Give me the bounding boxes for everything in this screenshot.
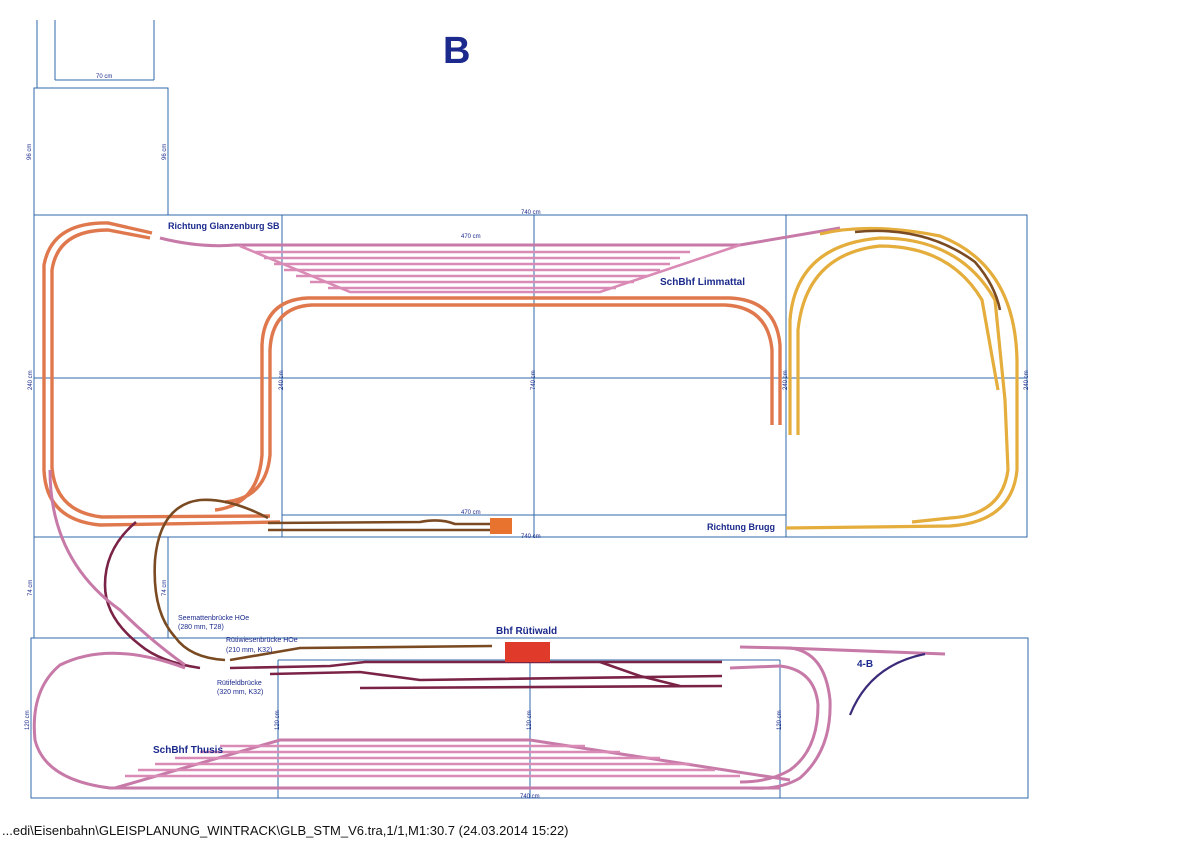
track-pink-descend (48, 469, 186, 667)
track-station (229, 644, 493, 662)
label-4b: 4-B (857, 659, 873, 670)
track-lower-left-loop (32, 651, 780, 790)
track-4b-curve (848, 652, 926, 716)
yard-ladder (239, 243, 741, 294)
board-outlines (30, 20, 1029, 799)
track-s-curve (153, 498, 269, 662)
track-inner-left-loop (50, 228, 271, 519)
dim-74a: 74 cm (28, 580, 34, 596)
dim-120a: 120 cm (25, 710, 31, 730)
label-richtung-brugg: Richtung Brugg (707, 522, 775, 532)
track-inner-u-loop (214, 296, 782, 512)
track-lower-right-loop (739, 645, 832, 790)
dim-top470: 470 cm (461, 234, 481, 240)
track-right-inner (788, 236, 1010, 524)
lower-pink-loops (32, 645, 946, 790)
track-inner-u-loop-2 (224, 303, 774, 504)
track-station (359, 684, 723, 690)
track-right-outer (785, 226, 1019, 530)
ruetiwald-station (229, 642, 723, 690)
file-path-footer: ...edi\Eisenbahn\GLEISPLANUNG_WINTRACK\G… (2, 823, 569, 838)
limmattal-yard (159, 226, 841, 294)
building-ruetiwald (505, 642, 550, 662)
dim-240a: 240 cm (28, 370, 34, 390)
track-crossover (599, 660, 681, 688)
track-lower-right-inner (729, 664, 820, 784)
middle-tracks (48, 469, 512, 670)
dim-240e: 240 cm (1024, 370, 1030, 390)
track-right-segment (854, 229, 1002, 311)
building-limmattal (490, 518, 512, 534)
right-yellow-loops (785, 226, 1019, 530)
dim-70: 70 cm (96, 74, 112, 80)
dim-top740: 740 cm (521, 210, 541, 216)
dim-240d: 240 cm (783, 370, 789, 390)
dim-bot740: 740 cm (520, 794, 540, 800)
label-seematten-1: Seemattenbrücke HOe (178, 615, 249, 622)
dim-740c: 740 cm (531, 370, 537, 390)
label-schbhf-limmattal: SchBhf Limmattal (660, 277, 745, 288)
track-station (269, 670, 723, 682)
board-connector (33, 536, 169, 639)
page-title: B (443, 30, 471, 72)
upper-orange-loops (42, 221, 782, 527)
dim-96b: 96 cm (162, 144, 168, 160)
track-right-inner-2 (796, 244, 1000, 435)
board-extension (33, 87, 169, 216)
label-bhf-ruetiwald: Bhf Rütiwald (496, 626, 557, 637)
track-dark-curve (103, 521, 201, 670)
dimension-labels: 70 cm 96 cm 96 cm 740 cm 470 cm 470 cm 7… (25, 74, 1030, 800)
label-ruetifeld-1: Rütifeldbrücke (217, 680, 262, 687)
dim-120b: 120 cm (275, 710, 281, 730)
dim-240b: 240 cm (279, 370, 285, 390)
board-upper (33, 214, 1028, 538)
track-station-upper (267, 519, 500, 526)
track-main (159, 226, 841, 248)
text-labels: Richtung Glanzenburg SB SchBhf Limmattal… (153, 221, 873, 756)
track-outer-left-loop (42, 221, 281, 527)
label-seematten-2: (280 mm, T28) (178, 624, 224, 631)
dim-120c: 120 cm (527, 710, 533, 730)
track-4b-branch (784, 646, 946, 656)
label-richtung-glanzenburg: Richtung Glanzenburg SB (168, 221, 280, 231)
label-schbhf-thusis: SchBhf Thusis (153, 745, 223, 756)
track-station (229, 660, 722, 670)
dim-74b: 74 cm (162, 580, 168, 596)
dim-96a: 96 cm (27, 144, 33, 160)
label-ruetifeld-2: (320 mm, K32) (217, 689, 263, 696)
label-ruetiwiesen-2: (210 mm, K32) (226, 647, 272, 654)
label-ruetiwiesen-1: Rütiwiesenbrücke HOe (226, 637, 298, 644)
dim-120d: 120 cm (777, 710, 783, 730)
dim-mid470: 470 cm (461, 510, 481, 516)
dim-mid740: 740 cm (521, 534, 541, 540)
